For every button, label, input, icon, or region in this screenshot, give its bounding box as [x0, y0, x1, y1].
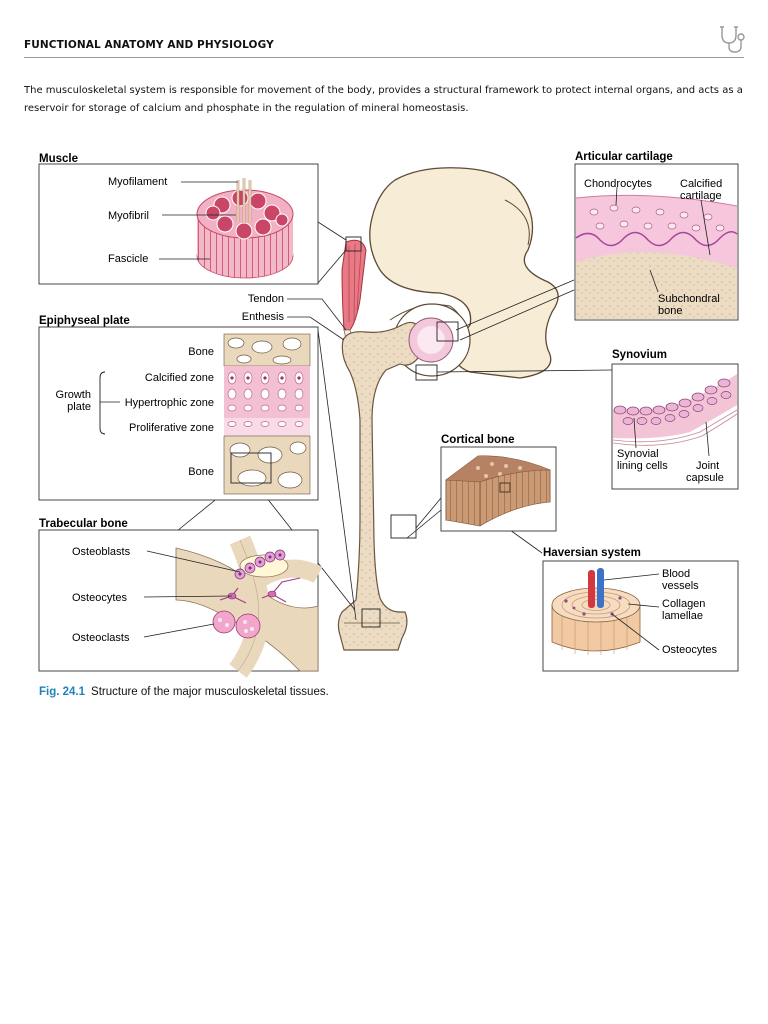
haversian-panel: Haversian system Blood vessels Collagen …	[542, 547, 739, 672]
caption-number: Fig. 24.1	[39, 686, 86, 698]
synovium-panel: Synovium Synovial lining cells Joint cap…	[611, 349, 739, 490]
trabecular-inset-marker	[361, 608, 381, 628]
trabecular-panel: Trabecular bone Osteoblasts Osteocy	[38, 518, 323, 678]
synovium-inset-marker	[415, 364, 438, 381]
label-hypertrophic-zone: Hypertrophic zone	[125, 397, 214, 409]
cortical-title: Cortical bone	[441, 434, 514, 446]
header-rule	[24, 57, 744, 58]
label-bone-bottom: Bone	[188, 466, 214, 478]
label-calcified-zone: Calcified zone	[145, 372, 214, 384]
label-subchondral-2: bone	[658, 305, 682, 317]
epiphyseal-title: Epiphyseal plate	[39, 315, 130, 327]
femur-drawing	[337, 317, 454, 651]
haversian-title: Haversian system	[543, 547, 641, 559]
label-proliferative-zone: Proliferative zone	[129, 422, 214, 434]
intro-paragraph: The musculoskeletal system is responsibl…	[24, 85, 743, 114]
label-lining-cells: lining cells	[617, 460, 668, 472]
label-myofibril: Myofibril	[108, 210, 149, 222]
muscle-panel: Muscle Myofilament Myofibril Fascicle	[38, 153, 319, 285]
label-myofilament: Myofilament	[108, 176, 167, 188]
label-collagen: Collagen	[662, 598, 705, 610]
articular-title: Articular cartilage	[575, 151, 673, 163]
label-chondrocytes: Chondrocytes	[584, 178, 652, 190]
label-capsule: capsule	[686, 472, 724, 484]
running-header: FUNCTIONAL ANATOMY AND PHYSIOLOGY	[24, 39, 274, 51]
label-osteoclasts: Osteoclasts	[72, 632, 130, 644]
muscle-inset-marker	[345, 236, 362, 252]
label-synovial: Synovial	[617, 448, 659, 460]
label-calcified-2: cartilage	[680, 190, 722, 202]
stethoscope-icon	[720, 26, 745, 53]
figure-caption: Fig. 24.1 Structure of the major musculos…	[39, 686, 329, 698]
articular-panel: Articular cartilage Chondrocytes Calcifi…	[574, 151, 739, 321]
cortical-panel: Cortical bone	[440, 434, 557, 532]
leader-lines	[176, 221, 613, 621]
label-blood: Blood	[662, 568, 690, 580]
label-fascicle: Fascicle	[108, 253, 148, 265]
muscle-title: Muscle	[39, 153, 78, 165]
cortical-inset-marker	[390, 514, 417, 539]
cartilage-inset-marker	[436, 321, 459, 342]
label-tendon: Tendon	[248, 293, 284, 305]
label-vessels: vessels	[662, 580, 699, 592]
trabecular-title: Trabecular bone	[39, 518, 128, 530]
label-plate: plate	[67, 401, 91, 413]
epiphyseal-panel: Epiphyseal plate	[38, 315, 319, 501]
label-bone-top: Bone	[188, 346, 214, 358]
synovium-title: Synovium	[612, 349, 667, 361]
label-osteoblasts: Osteoblasts	[72, 546, 131, 558]
label-subchondral-1: Subchondral	[658, 293, 720, 305]
label-lamellae: lamellae	[662, 610, 703, 622]
label-osteocytes-trabecular: Osteocytes	[72, 592, 128, 604]
label-osteocytes-haversian: Osteocytes	[662, 644, 718, 656]
label-growth: Growth	[56, 389, 91, 401]
label-joint: Joint	[696, 460, 719, 472]
label-enthesis: Enthesis	[242, 311, 285, 323]
caption-text: Structure of the major musculoskeletal t…	[91, 686, 329, 698]
label-calcified-1: Calcified	[680, 178, 722, 190]
